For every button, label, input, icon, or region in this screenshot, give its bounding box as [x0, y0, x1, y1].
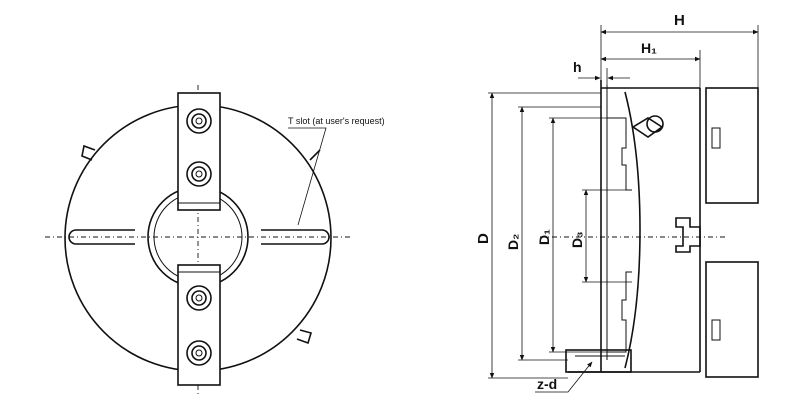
body-bump-lower-right: [296, 329, 313, 345]
dim-d-label: D: [475, 233, 492, 244]
dim-small-h-label: h: [573, 59, 582, 75]
side-view: H H₁ h D D₂ D₁ D₃ z-d: [475, 12, 759, 393]
lower-jaw-bolt-1: [186, 285, 212, 311]
upper-jaw-bolt-2: [186, 161, 212, 187]
t-slot-leader: [288, 127, 327, 226]
internal-profile-curve: [624, 91, 641, 369]
dim-d3-label: D₃: [569, 231, 585, 248]
dim-zd-leader: [535, 361, 593, 393]
body-bump-upper-right: [309, 149, 321, 161]
t-slot-note: T slot (at user's request): [288, 116, 385, 126]
dim-d1-label: D₁: [536, 229, 552, 245]
slot-right: [261, 229, 330, 245]
upper-jaw: [177, 92, 221, 211]
lower-jaw-bolt-2: [186, 340, 212, 366]
dim-h-label: H: [674, 12, 685, 29]
upper-jaw-bolt-1: [186, 108, 212, 134]
body-bump-upper-left: [81, 144, 96, 161]
internal-step-upper: [607, 117, 632, 191]
bolt-pattern-flange: [565, 349, 632, 373]
center-t-screw: [675, 217, 701, 253]
internal-step-lower: [607, 271, 632, 353]
lower-jaw-block: [705, 261, 759, 378]
lower-jaw-notch: [711, 319, 721, 341]
lower-jaw: [177, 264, 221, 386]
dim-h1-label: H₁: [641, 40, 657, 56]
upper-jaw-block: [705, 87, 759, 204]
dim-d2-label: D₂: [505, 234, 521, 250]
dim-zd-label: z-d: [537, 376, 557, 392]
front-view: T slot (at user's request): [45, 85, 385, 395]
slot-left: [68, 229, 135, 245]
upper-jaw-notch: [711, 127, 721, 149]
diamond-pin: [646, 115, 664, 133]
